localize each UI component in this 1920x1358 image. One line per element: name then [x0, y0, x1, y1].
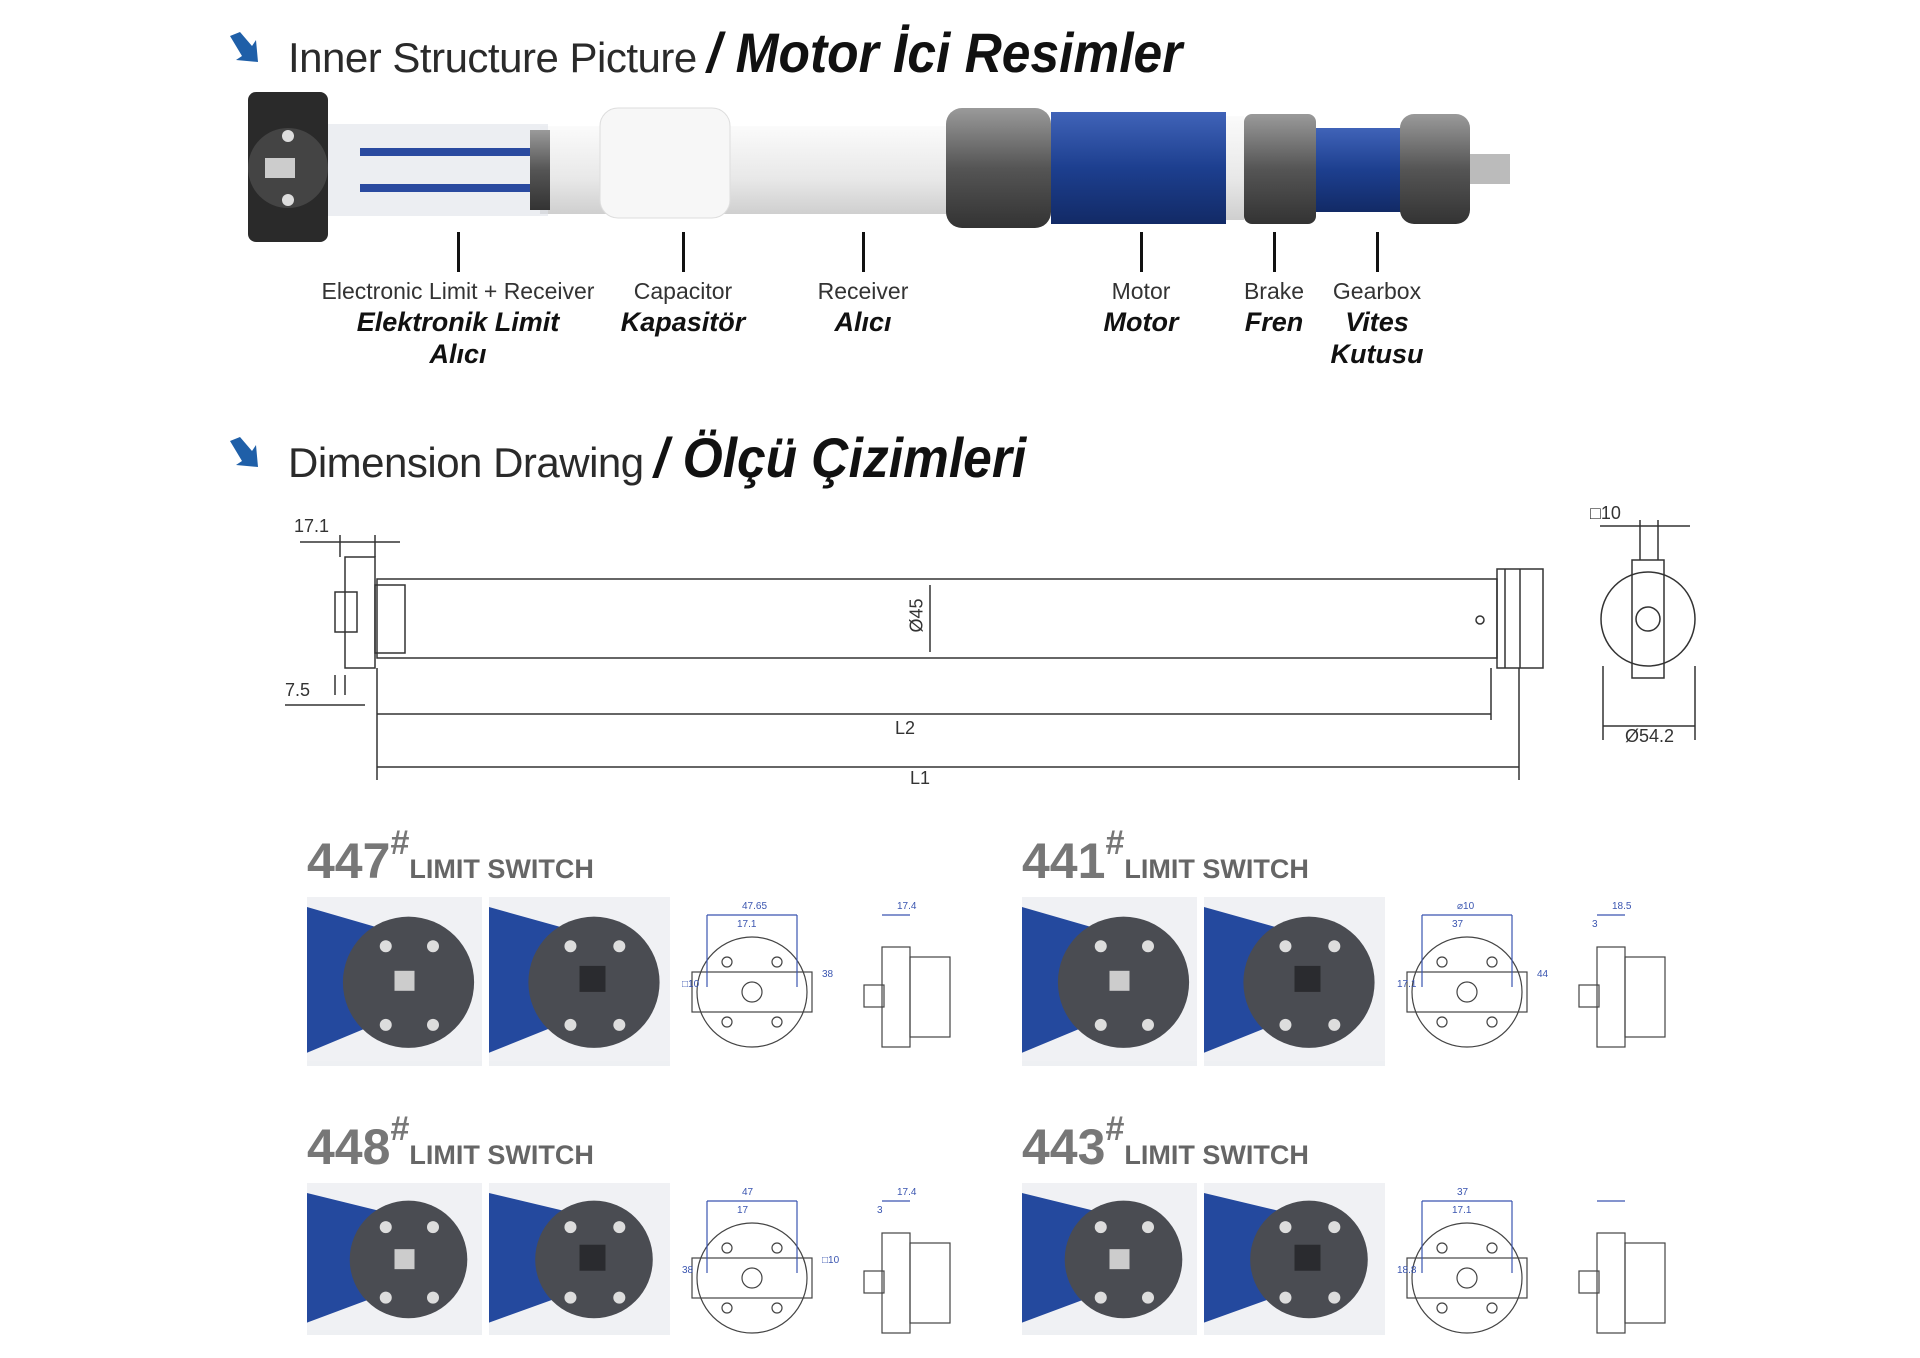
hash-mark: # [1105, 1110, 1125, 1148]
model-number: 448 [307, 1119, 391, 1175]
dim-diameter-54-2: Ø54.2 [1625, 726, 1675, 746]
section-arrow-icon [230, 32, 258, 62]
dimension-value: 3 [1592, 919, 1598, 930]
component-label-en: Gearbox [1332, 278, 1422, 304]
dimension-value: 17.1 [737, 919, 757, 930]
dimension-value: 38 [682, 1265, 694, 1276]
dimension-value: 18.8 [1397, 1265, 1417, 1276]
motor-head-photo-back [1204, 897, 1385, 1066]
component-label: Brake Fren [1244, 278, 1304, 338]
dimension-value: 38 [822, 969, 834, 980]
label-pointer-line [1140, 232, 1143, 272]
motor-head-photo-front [307, 1183, 482, 1335]
motor-inner-structure-image [248, 92, 1510, 242]
dimension-value: 47.65 [742, 901, 767, 912]
dim-square-10: □10 [1590, 503, 1621, 523]
dimension-value: 3 [877, 1205, 883, 1216]
dimension-value: 17.1 [1452, 1205, 1472, 1216]
model-number: 443 [1022, 1119, 1106, 1175]
dimension-value: 17.4 [897, 1187, 917, 1198]
hash-mark: # [390, 824, 410, 862]
label-pointer-line [457, 232, 460, 272]
dim-7-5: 7.5 [285, 680, 311, 700]
component-label-en: Motor [1111, 278, 1171, 304]
label-pointer-line [862, 232, 865, 272]
section-arrow-icon [230, 437, 258, 467]
dimension-value: 47 [742, 1187, 754, 1198]
motor-head-photo-front [1022, 1183, 1197, 1335]
motor-head-photo-front [1022, 897, 1197, 1066]
dimension-value: 44 [1537, 969, 1549, 980]
limit-switch-drawing: 37 17.1 18.8 [1397, 1183, 1677, 1358]
limit-switch-drawing: 47 17 38 □10 17.4 3 [682, 1183, 962, 1358]
component-label: Motor Motor [1104, 278, 1179, 338]
limit-switch-heading: 448#LIMIT SWITCH [307, 1110, 594, 1176]
component-label: Capacitor Kapasitör [621, 278, 746, 338]
dim-17-1: 17.1 [294, 516, 330, 536]
label-pointer-line [1273, 232, 1276, 272]
component-label: Electronic Limit + Receiver Elektronik L… [322, 278, 595, 370]
model-number: 447 [307, 833, 391, 889]
dim-l1: L1 [910, 768, 931, 788]
limit-switch-label: LIMIT SWITCH [409, 1140, 594, 1170]
dimension-value: ⌀10 [1457, 901, 1475, 912]
dimension-value: 17.4 [897, 901, 917, 912]
component-label-tr: Fren [1244, 306, 1304, 337]
component-label-en: Electronic Limit + Receiver [321, 278, 595, 304]
component-label-tr-line2: Alıcı [429, 338, 487, 369]
limit-switch-heading: 443#LIMIT SWITCH [1022, 1110, 1309, 1176]
dimension-value: □10 [682, 979, 700, 990]
limit-switch-drawing: ⌀10 37 17.1 44 18.5 3 [1397, 897, 1677, 1072]
motor-head-photo-front [307, 897, 482, 1066]
inner-structure-title: Inner Structure Picture / Motor İci Resi… [288, 21, 1182, 84]
component-label: Gearbox Vites Kutusu [1331, 278, 1424, 370]
component-label-tr: Vites [1345, 306, 1409, 337]
dim-diameter-45: Ø45 [906, 598, 927, 633]
component-label-tr: Elektronik Limit [356, 306, 560, 337]
dimension-value: 37 [1452, 919, 1464, 930]
dimension-value: 17.1 [1397, 979, 1417, 990]
component-label-en: Capacitor [633, 278, 733, 304]
tube-outline [376, 578, 1498, 659]
dimension-value: 37 [1457, 1187, 1469, 1198]
dimension-value: 17 [737, 1205, 749, 1216]
hash-mark: # [390, 1110, 410, 1148]
motor-head-photo-back [489, 897, 670, 1066]
model-number: 441 [1022, 833, 1106, 889]
hash-mark: # [1105, 824, 1125, 862]
dimension-value: 18.5 [1612, 901, 1632, 912]
component-label: Receiver Alıcı [818, 278, 909, 338]
dimension-drawing-title: Dimension Drawing / Ölçü Çizimleri [288, 426, 1026, 489]
dimension-value: □10 [822, 1255, 840, 1266]
label-pointer-line [1376, 232, 1379, 272]
limit-switch-drawing: 47.65 17.1 □10 38 17.4 [682, 897, 962, 1072]
limit-switch-heading: 441#LIMIT SWITCH [1022, 824, 1309, 890]
dimension-drawing [285, 520, 1696, 780]
component-label-tr: Motor [1103, 306, 1179, 337]
limit-switch-label: LIMIT SWITCH [1124, 1140, 1309, 1170]
component-label-en: Receiver [817, 278, 909, 304]
motor-head-photo-back [1204, 1183, 1385, 1335]
dim-l2: L2 [895, 718, 916, 738]
limit-switch-label: LIMIT SWITCH [1124, 854, 1309, 884]
label-pointer-line [682, 232, 685, 272]
component-label-tr: Alıcı [834, 306, 892, 337]
component-label-en: Brake [1243, 278, 1305, 304]
limit-switch-label: LIMIT SWITCH [409, 854, 594, 884]
component-label-tr: Kapasitör [620, 306, 746, 337]
component-label-tr-line2: Kutusu [1330, 338, 1424, 369]
motor-head-photo-back [489, 1183, 670, 1335]
limit-switch-heading: 447#LIMIT SWITCH [307, 824, 594, 890]
